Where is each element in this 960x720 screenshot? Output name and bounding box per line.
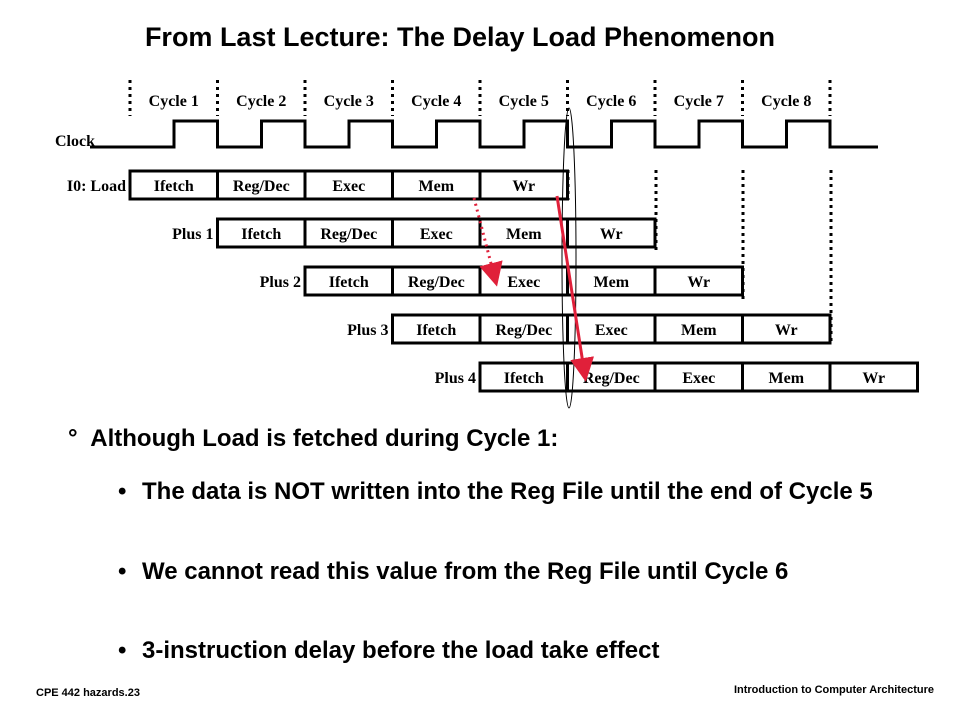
pipeline-box (391, 313, 832, 345)
stage-label: Reg/Dec (233, 178, 290, 195)
stage-label: Reg/Dec (583, 370, 640, 387)
stage-label: Exec (682, 370, 715, 387)
row-label: I0: Load (67, 178, 126, 195)
stage-label: Wr (775, 322, 798, 339)
cycle-5-6-boundary-ellipse (561, 107, 577, 409)
stage-label: Wr (862, 370, 885, 387)
pipeline-box (128, 169, 569, 201)
page-title: From Last Lecture: The Delay Load Phenom… (144, 22, 776, 52)
sub-bullet-text: The data is NOT written into the Reg Fil… (142, 478, 873, 505)
cycle-label: Cycle 1 (149, 93, 199, 110)
stage-label: Exec (332, 178, 365, 195)
stage-label: Mem (768, 370, 804, 387)
stage-label: Mem (593, 274, 629, 291)
pipeline-row: I0: Load Ifetch Reg/Dec Exec Mem Wr (67, 169, 569, 201)
stage-label: Exec (507, 274, 540, 291)
stage-label: Ifetch (504, 370, 544, 387)
cycle-label: Cycle 3 (324, 93, 374, 110)
pipeline-box (478, 361, 919, 393)
stage-label: Wr (512, 178, 535, 195)
pipeline-box (216, 217, 657, 249)
bullet-marker: • (118, 558, 127, 585)
cycle-label: Cycle 5 (499, 93, 549, 110)
footer-left: CPE 442 hazards.23 (36, 687, 140, 699)
row-label: Plus 1 (172, 226, 213, 243)
pipeline-box (303, 265, 744, 297)
sub-bullet-3: • 3-instruction delay before the load ta… (118, 636, 918, 665)
cycle-labels: Cycle 1 Cycle 2 Cycle 3 Cycle 4 Cycle 5 Cycle… (149, 93, 812, 110)
stage-label: Ifetch (329, 274, 369, 291)
pipeline-row: Plus 1 Ifetch Reg/Dec Exec Mem Wr (172, 217, 657, 249)
stage-label: Ifetch (154, 178, 194, 195)
load-use-arrow (555, 195, 595, 382)
pipeline-diagram: Cycle 1 Cycle 2 Cycle 3 Cycle 4 Cycle 5 Cycle… (55, 80, 919, 409)
stage-label: Reg/Dec (320, 226, 377, 243)
sub-bullet-text: We cannot read this value from the Reg F… (142, 558, 789, 585)
pipeline-row: Plus 4 Ifetch Reg/Dec Exec Mem Wr (435, 361, 919, 393)
stage-label: Reg/Dec (495, 322, 552, 339)
main-bullet-text: Although Load is fetched during Cycle 1: (90, 425, 559, 452)
row-label: Plus 4 (435, 370, 476, 387)
stage-label: Mem (681, 322, 717, 339)
cycle-label: Cycle 4 (411, 93, 461, 110)
stage-label: Ifetch (241, 226, 281, 243)
sub-bullet-2: • We cannot read this value from the Reg… (118, 557, 918, 586)
dotted-forward-arrow (472, 197, 503, 287)
cycle-label: Cycle 2 (236, 93, 286, 110)
bullet-marker: • (118, 478, 127, 505)
stage-label: Mem (418, 178, 454, 195)
row-label: Plus 3 (347, 322, 388, 339)
pipeline-row: Plus 2 Ifetch Reg/Dec Exec Mem Wr (260, 265, 744, 297)
row-label: Plus 2 (260, 274, 301, 291)
main-bullet-marker: ° (68, 425, 78, 452)
clock-label: Clock (55, 133, 95, 150)
bullet-marker: • (118, 637, 127, 664)
sub-bullet-text: 3-instruction delay before the load take… (142, 637, 660, 664)
stage-label: Mem (506, 226, 542, 243)
sub-bullet-1: • The data is NOT written into the Reg F… (118, 477, 918, 506)
stage-label: Exec (420, 226, 453, 243)
clock-waveform (90, 119, 878, 149)
main-bullet: ° Although Load is fetched during Cycle … (68, 425, 558, 453)
stage-label: Wr (687, 274, 710, 291)
pipeline-row: Plus 3 Ifetch Reg/Dec Exec Mem Wr (347, 313, 832, 345)
stage-label: Reg/Dec (408, 274, 465, 291)
cycle-label: Cycle 6 (586, 93, 636, 110)
stage-label: Wr (600, 226, 623, 243)
cycle-label: Cycle 7 (674, 93, 724, 110)
cycle-label: Cycle 8 (761, 93, 811, 110)
footer-right: Introduction to Computer Architecture (733, 684, 934, 696)
stage-label: Ifetch (416, 322, 456, 339)
stage-label: Exec (595, 322, 628, 339)
